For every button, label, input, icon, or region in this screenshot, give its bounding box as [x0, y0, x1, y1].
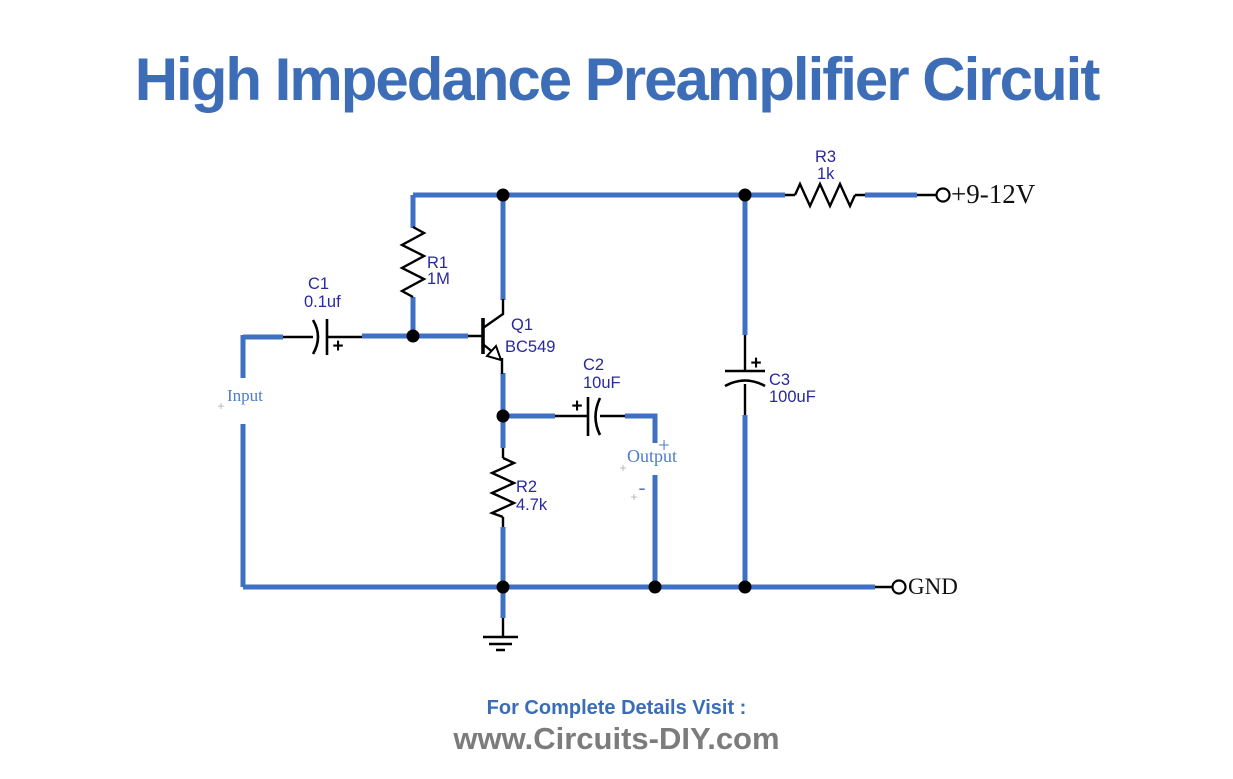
c3-plus-mark: + [750, 353, 761, 374]
label-c1-ref: C1 [308, 275, 329, 293]
resistor-r3-symbol [793, 181, 857, 209]
supply-terminal-icon [935, 187, 951, 203]
output-label: Output [627, 446, 677, 466]
ground-icon [483, 635, 518, 652]
label-r1-ref: R1 [427, 254, 448, 272]
junction-dot [738, 188, 752, 202]
supply-label: +9-12V [951, 179, 1036, 209]
output-plus-mark: + [658, 433, 670, 457]
label-r2-value: 4.7k [516, 496, 548, 514]
label-r1-value: 1M [427, 270, 450, 288]
junction-dot [496, 409, 510, 423]
label-q1-value: BC549 [505, 338, 555, 356]
snap-marker: + [619, 461, 626, 475]
capacitor-c1-symbol [311, 319, 329, 355]
resistor-r2-symbol [488, 456, 517, 519]
junction-dot [496, 580, 510, 594]
c1-plus-mark: + [332, 336, 343, 357]
label-c3-ref: C3 [769, 371, 790, 389]
input-label: Input [227, 386, 263, 405]
footer-website: www.Circuits-DIY.com [453, 721, 780, 756]
ground-terminal-icon [891, 579, 907, 595]
label-c3-value: 100uF [769, 388, 816, 406]
junction-dot [738, 580, 752, 594]
footer-visit-text: For Complete Details Visit : [486, 697, 747, 719]
label-r2-ref: R2 [516, 478, 537, 496]
output-minus-mark: - [639, 475, 646, 499]
label-r3-ref: R3 [815, 148, 836, 166]
ground-label: GND [908, 574, 958, 599]
junction-dot [496, 188, 510, 202]
label-q1-ref: Q1 [511, 316, 533, 334]
transistor-q1-symbol [468, 299, 505, 374]
transistor-q1-emitter-arrow [485, 344, 503, 362]
page-title: High Impedance Preamplifier Circuit [134, 46, 1101, 113]
label-r3-value: 1k [817, 165, 835, 183]
capacitor-c2-symbol [586, 397, 602, 436]
label-c2-value: 10uF [583, 374, 621, 392]
junction-dot [406, 329, 420, 343]
label-c2-ref: C2 [583, 356, 604, 374]
footer: For Complete Details Visit : www.Circuit… [0, 697, 1233, 757]
capacitor-c3-symbol [724, 369, 766, 388]
junction-dots [406, 188, 752, 594]
c2-plus-mark: + [571, 396, 582, 417]
label-c1-value: 0.1uf [304, 293, 341, 311]
component-leads [283, 193, 936, 637]
junction-dot [648, 580, 662, 594]
resistor-r1-symbol [399, 225, 427, 299]
snap-marker: + [217, 399, 224, 413]
snap-marker: + [630, 490, 637, 504]
